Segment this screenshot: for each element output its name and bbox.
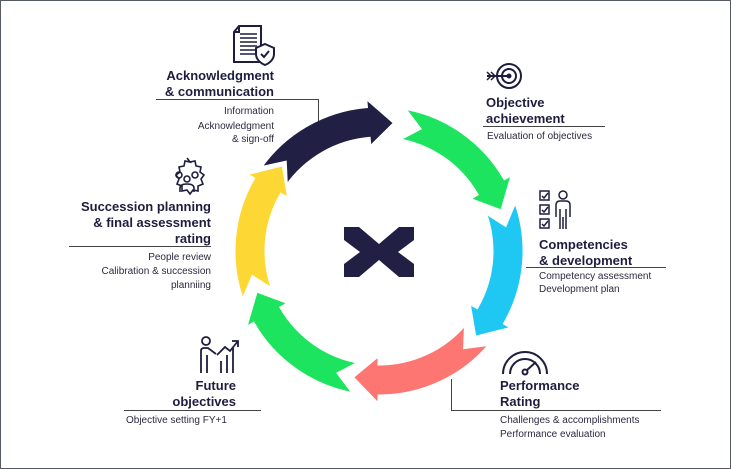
item: Development plan (539, 284, 620, 295)
title-line: & final assessment (93, 215, 211, 230)
leader-obj (483, 126, 605, 127)
leader-future (124, 410, 261, 411)
item: People review (148, 252, 211, 263)
arrow-perf (349, 319, 494, 409)
item: Acknowledgment (197, 121, 274, 132)
stage-items-obj: Evaluation of objectives (487, 130, 592, 143)
item: Competency assessment (539, 271, 652, 282)
title-line: & development (539, 253, 633, 268)
title-line: Rating (500, 394, 541, 409)
title-line: & communication (164, 84, 274, 99)
arrow-obj (394, 106, 515, 214)
item: & sign-off (231, 134, 274, 145)
leader-comp (526, 267, 666, 268)
arrow-succ (232, 162, 291, 305)
title-line: Objective (486, 95, 545, 110)
leader-succ (69, 246, 211, 247)
arrow-ack (256, 94, 397, 191)
gear-people-icon (174, 157, 206, 196)
arrow-comp (467, 197, 526, 340)
item: Objective setting FY+1 (126, 415, 227, 426)
item: Performance evaluation (500, 429, 606, 440)
title-line: achievement (486, 111, 565, 126)
checklist-person-icon (539, 190, 571, 229)
item: Challenges & accomplishments (500, 415, 640, 426)
item: Information (223, 106, 274, 117)
title-line: Competencies (539, 237, 628, 252)
item: planniing (170, 280, 211, 291)
title-line: Future (195, 378, 236, 393)
item: Evaluation of objectives (487, 131, 593, 142)
title-line: Performance (500, 378, 580, 393)
title-line: rating (174, 231, 211, 246)
gauge-icon (502, 351, 548, 376)
arrow-future (243, 288, 364, 396)
document-shield-icon (233, 25, 275, 66)
target-arrow-icon (486, 63, 522, 89)
stage-title-comp: Competencies& development (539, 237, 632, 269)
title-line: Acknowledgment (166, 68, 274, 83)
leader-perf (451, 410, 661, 411)
leader-ack-v (318, 99, 319, 121)
stage-items-future: Objective setting FY+1 (126, 414, 227, 427)
item: Calibration & succession (101, 266, 212, 277)
title-line: objectives (172, 394, 236, 409)
stage-title-ack: Acknowledgment& communication (165, 68, 274, 100)
center-x-logo (344, 227, 414, 277)
leader-perf-v (451, 379, 452, 410)
leader-ack (156, 99, 319, 100)
growth-chart-person-icon (200, 336, 239, 373)
title-line: Succession planning (80, 199, 211, 214)
